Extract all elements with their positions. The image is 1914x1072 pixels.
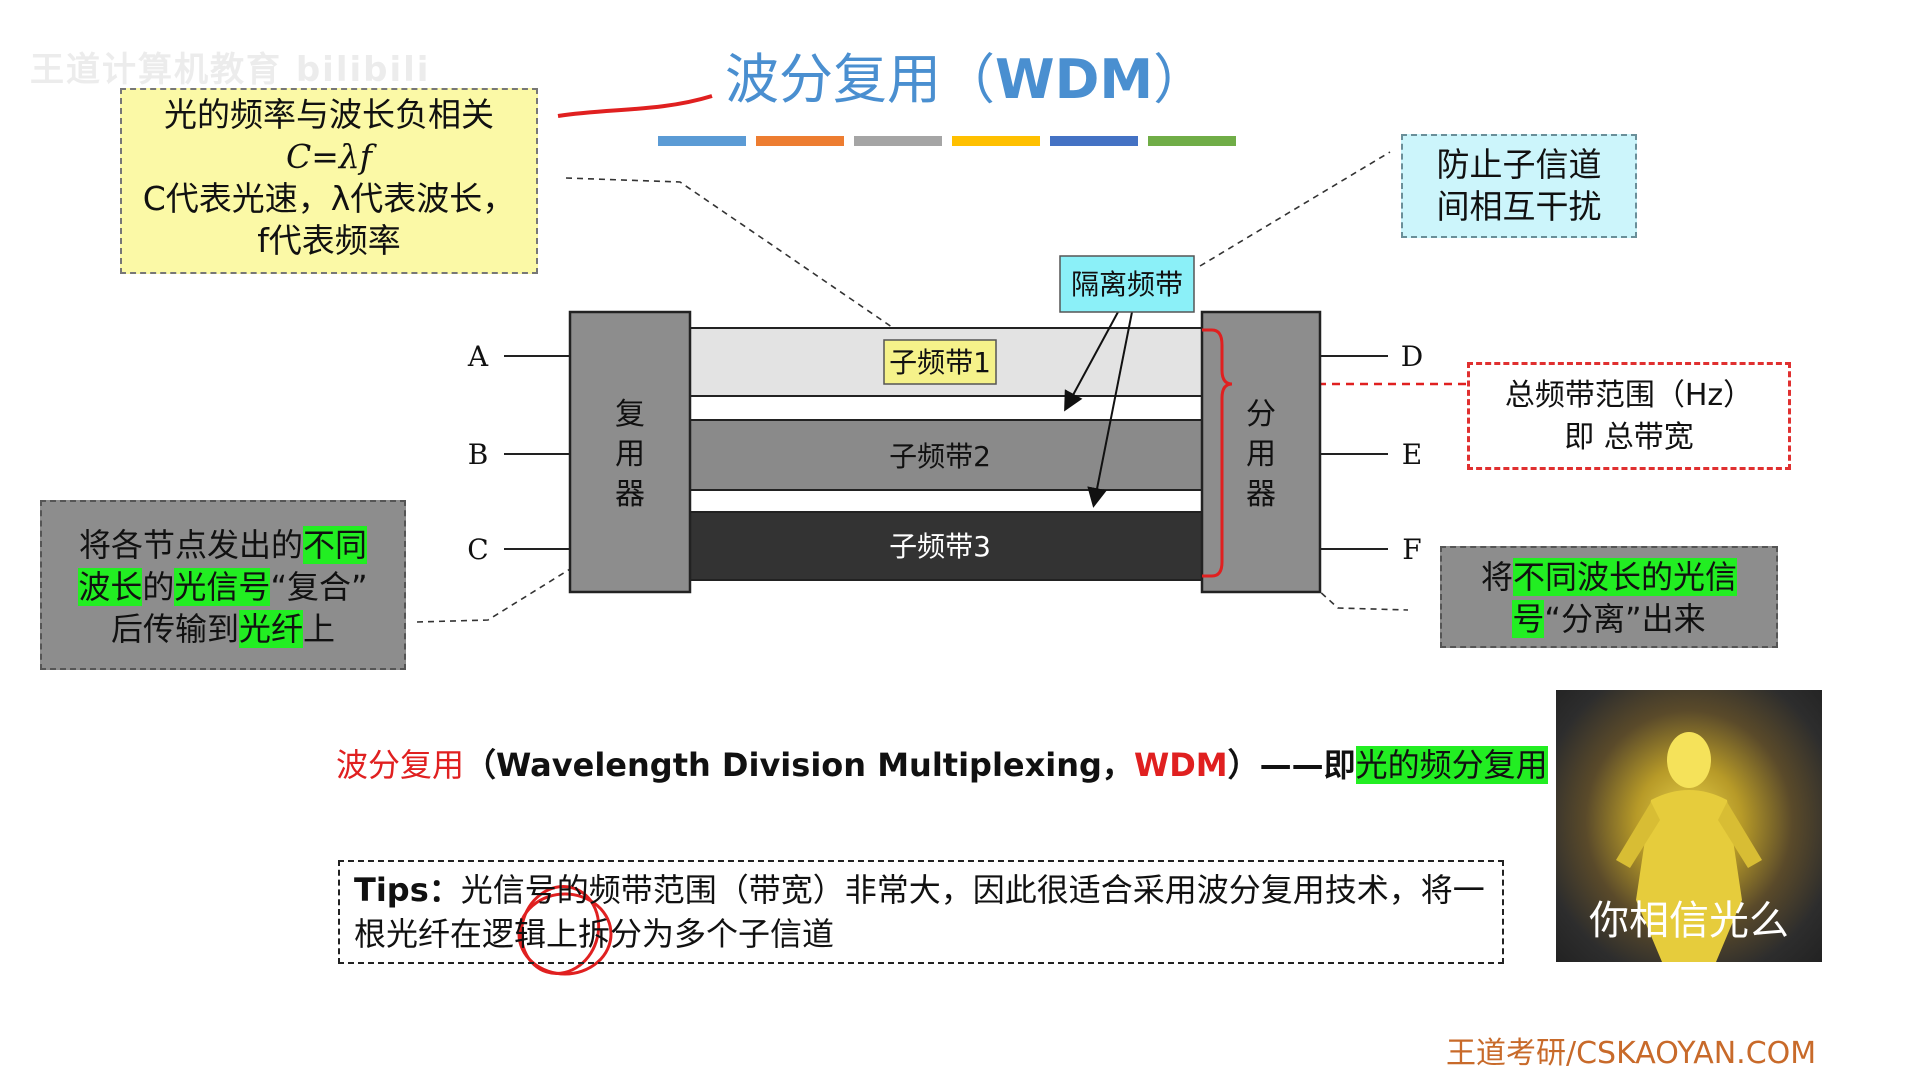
- page-title: 波分复用（WDM）: [725, 48, 1207, 112]
- tips-label: Tips：: [354, 871, 461, 909]
- cyan-note-line-1: 防止子信道: [1436, 145, 1602, 184]
- meme-caption: 你相信光么: [1589, 898, 1789, 944]
- total-bandwidth-note: 总频带范围（Hz） 即 总带宽: [1467, 362, 1791, 470]
- left-note-h2: 波长: [78, 568, 143, 606]
- tips-text: 光信号的频带范围（带宽）非常大，因此很适合采用波分复用技术，将一根光纤在逻辑上拆…: [354, 871, 1485, 953]
- red-pen-stroke: [557, 94, 713, 118]
- left-note-p3: “复合”: [270, 568, 368, 606]
- band-1-label-box: [883, 339, 997, 385]
- multiplexer-block: [568, 310, 692, 594]
- title-open: （: [941, 48, 995, 111]
- left-note-line-2: 波长的光信号“复合”: [42, 566, 404, 608]
- footer-brand: 王道考研/CSKAOYAN.COM: [1446, 1036, 1817, 1071]
- output-label-d: D: [1401, 340, 1423, 373]
- right-note-h2: 号: [1512, 600, 1545, 638]
- color-bar: [1148, 136, 1236, 146]
- callout-line-cyan: [1199, 151, 1391, 267]
- title-cn: 波分复用: [725, 48, 941, 111]
- title-en: WDM: [995, 48, 1154, 111]
- yellow-note-line-1: 光的频率与波长负相关: [164, 95, 494, 134]
- color-bar: [756, 136, 844, 146]
- band-2: [689, 419, 1203, 491]
- right-note-line-1: 将不同波长的光信: [1442, 556, 1776, 598]
- red-note-line-2: 即 总带宽: [1564, 420, 1694, 455]
- guard-band-label: 隔离频带: [1071, 268, 1183, 301]
- left-note-h3: 光信号: [174, 568, 271, 606]
- band-3-label: 子频带3: [889, 530, 991, 563]
- meme-image: 你相信光么: [1556, 690, 1822, 962]
- color-bar: [952, 136, 1040, 146]
- tips-box: Tips：光信号的频带范围（带宽）非常大，因此很适合采用波分复用技术，将一根光纤…: [338, 860, 1504, 964]
- mux-char-2: 用: [615, 437, 645, 472]
- yellow-note-formula: C=λf: [285, 137, 373, 176]
- glowing-figure-icon: [1616, 732, 1762, 962]
- yellow-note-line-2-wrap: C=λf: [122, 136, 536, 178]
- definition-paren: （Wavelength Division Multiplexing，: [464, 746, 1134, 784]
- guard-arrow-2: [1087, 311, 1133, 508]
- callout-line-yellow: [565, 177, 906, 337]
- yellow-note-line-3: C代表光速，λ代表波长，: [142, 179, 516, 218]
- mux-description-note: 将各节点发出的不同 波长的光信号“复合” 后传输到光纤上: [40, 500, 406, 670]
- wdm-definition: 波分复用（Wavelength Division Multiplexing，WD…: [336, 742, 1548, 788]
- mux-char-3: 器: [615, 477, 645, 512]
- input-label-a: A: [467, 340, 489, 373]
- left-note-h1: 不同: [303, 526, 368, 564]
- frequency-wavelength-note: 光的频率与波长负相关 C=λf C代表光速，λ代表波长， f代表频率: [120, 88, 538, 274]
- demux-char-2: 用: [1246, 437, 1276, 472]
- color-bar: [1050, 136, 1138, 146]
- band-1-label: 子频带1: [889, 346, 991, 379]
- left-note-line-3: 后传输到光纤上: [42, 608, 404, 650]
- demux-description-note: 将不同波长的光信 号“分离”出来: [1440, 546, 1778, 648]
- color-bar: [658, 136, 746, 146]
- left-note-p5: 上: [303, 610, 336, 648]
- left-note-p4: 后传输到: [110, 610, 239, 648]
- right-note-p2: “分离”出来: [1544, 600, 1706, 638]
- right-note-p1: 将: [1480, 558, 1513, 596]
- bandwidth-bracket: [1202, 328, 1233, 578]
- definition-tail: ）——即: [1227, 746, 1356, 784]
- watermark: 王道计算机教育 bilibili: [30, 50, 431, 90]
- mux-char-1: 复: [615, 397, 645, 432]
- red-pen-circle-2: [519, 885, 601, 975]
- yellow-note-line-4: f代表频率: [257, 221, 401, 260]
- left-note-p1: 将各节点发出的: [78, 526, 303, 564]
- interference-note: 防止子信道 间相互干扰: [1401, 134, 1637, 238]
- output-label-f: F: [1402, 533, 1421, 566]
- left-note-p2: 的: [142, 568, 175, 606]
- demux-char-1: 分: [1246, 397, 1276, 432]
- left-note-h4: 光纤: [238, 610, 303, 648]
- input-label-b: B: [468, 438, 489, 471]
- right-note-h1: 不同波长的光信: [1513, 558, 1738, 596]
- red-note-line-1: 总频带范围（Hz）: [1504, 378, 1754, 413]
- guard-arrow-1: [1064, 311, 1119, 412]
- band-2-label: 子频带2: [889, 440, 991, 473]
- definition-term: 波分复用: [336, 746, 465, 784]
- input-label-c: C: [467, 533, 488, 566]
- guard-band-label-box: [1059, 255, 1195, 313]
- definition-highlight: 光的频分复用: [1355, 746, 1548, 784]
- definition-abbr: WDM: [1133, 746, 1228, 784]
- right-note-line-2: 号“分离”出来: [1442, 598, 1776, 640]
- guard-band-2: [689, 489, 1203, 513]
- demux-char-3: 器: [1246, 477, 1276, 512]
- color-bar: [854, 136, 942, 146]
- guard-band-1: [689, 395, 1203, 421]
- output-label-e: E: [1402, 438, 1422, 471]
- left-note-line-1: 将各节点发出的不同: [42, 524, 404, 566]
- band-3: [689, 511, 1203, 581]
- title-close: ）: [1153, 48, 1208, 111]
- cyan-note-line-2: 间相互干扰: [1436, 187, 1602, 226]
- callout-line-left: [416, 537, 621, 623]
